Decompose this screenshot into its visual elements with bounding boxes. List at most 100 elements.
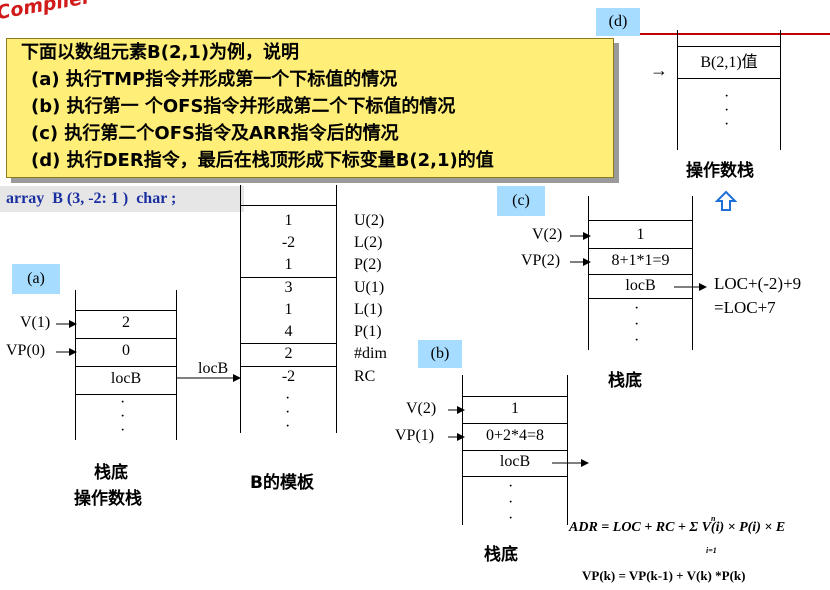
stack-a-label: V(1) [20, 314, 51, 331]
stack-a-left-wall [75, 290, 76, 440]
ellipsis: · [508, 510, 514, 527]
stack-b-caption: 栈底 [484, 545, 518, 565]
stack-d-left-wall [677, 30, 678, 150]
stack-a-line [75, 338, 177, 339]
stack-a-arrow-label: locB [198, 360, 229, 377]
stack-d-caption: 操作数栈 [686, 161, 754, 181]
stack-c-cell: 8+1*1=9 [611, 252, 670, 269]
sum-lower-limit: i=1 [706, 546, 717, 555]
ellipsis: · [634, 316, 640, 333]
template-line [240, 277, 337, 278]
ellipsis: · [120, 422, 126, 439]
stack-c-line [588, 274, 693, 275]
ellipsis: · [724, 88, 730, 105]
template-value: 4 [284, 323, 293, 340]
stack-a-right-wall [176, 290, 177, 440]
ellipsis: · [724, 102, 730, 119]
stack-a-line [75, 366, 177, 367]
stack-c-line [588, 298, 693, 299]
stack-d-cell: B(2,1)值 [700, 54, 758, 71]
adr-formula: ADR = LOC + RC + Σ V(i) × P(i) × E [569, 520, 785, 536]
ellipsis: · [508, 478, 514, 495]
ellipsis: · [634, 332, 640, 349]
stack-c-result: =LOC+7 [714, 298, 776, 317]
stack-a-line [75, 310, 177, 311]
sum-upper-limit: n [711, 514, 716, 523]
stack-c-right-wall [692, 196, 693, 350]
adr-formula-text: ADR = LOC + RC + Σ V(i) × P(i) × E [569, 520, 786, 535]
stack-d-right-wall [780, 30, 781, 150]
compiler-logo: Compiler [0, 0, 93, 25]
up-arrow-icon [714, 190, 738, 217]
header-rule [640, 33, 830, 35]
stack-d-line [677, 46, 781, 47]
template-caption: B的模板 [250, 473, 314, 493]
stack-a-cell: locB [110, 370, 142, 387]
stack-b-cell: locB [499, 453, 531, 470]
stack-a-line [75, 394, 177, 395]
template-label: P(1) [354, 323, 382, 340]
template-left-wall [240, 185, 241, 433]
stack-b-label: VP(1) [395, 427, 435, 444]
stack-a-caption: 操作数栈 [74, 489, 142, 509]
stack-c-left-wall [588, 196, 589, 350]
note-item: (d) 执行DER指令，最后在栈顶形成下标变量B(2,1)的值 [31, 150, 494, 171]
ellipsis: · [120, 394, 126, 411]
template-value: 1 [284, 301, 293, 318]
note-title: 下面以数组元素B(2,1)为例，说明 [21, 42, 300, 63]
stack-c-tag: (c) [497, 186, 545, 216]
template-label: U(2) [354, 212, 385, 229]
stack-d-tag: (d) [596, 8, 640, 36]
stack-b-label: V(2) [406, 400, 437, 417]
array-declaration: array B (3, -2: 1 ) char ; [0, 186, 244, 212]
stack-c-caption: 栈底 [608, 371, 642, 391]
stack-b-tag: (b) [418, 340, 462, 368]
stack-a-caption: 栈底 [94, 463, 128, 483]
stack-b-line [462, 476, 568, 477]
template-label: #dim [354, 345, 387, 362]
template-label: RC [354, 368, 376, 385]
template-line [240, 343, 337, 344]
stack-a-cell: 0 [122, 342, 130, 359]
stack-a-label: VP(0) [6, 342, 46, 359]
template-value: 1 [284, 256, 293, 273]
stack-c-line [588, 220, 693, 221]
template-value: -2 [281, 234, 296, 251]
stack-a-tag: (a) [12, 264, 60, 294]
template-right-wall [336, 185, 337, 433]
note-item: (a) 执行TMP指令并形成第一个下标值的情况 [31, 69, 398, 90]
ellipsis: · [634, 300, 640, 317]
template-line [240, 205, 337, 206]
explanation-note: 下面以数组元素B(2,1)为例，说明 (a) 执行TMP指令并形成第一个下标值的… [6, 38, 614, 178]
template-value: 2 [284, 345, 293, 362]
stack-c-result: LOC+(-2)+9 [714, 274, 802, 293]
template-value: -2 [281, 368, 296, 385]
stack-c-line [588, 248, 693, 249]
stack-d-arrow: → [650, 60, 668, 80]
stack-b-cell: 1 [511, 400, 519, 417]
ellipsis: · [508, 494, 514, 511]
stack-c-cell: 1 [636, 226, 645, 243]
template-line [240, 366, 337, 367]
vp-formula: VP(k) = VP(k-1) + V(k) *P(k) [582, 568, 746, 583]
stack-b-cell: 0+2*4=8 [485, 427, 545, 444]
template-label: L(2) [354, 234, 383, 251]
template-value: 3 [284, 279, 293, 296]
ellipsis: · [120, 408, 126, 425]
stack-a-cell: 2 [122, 314, 130, 331]
template-label: U(1) [354, 279, 385, 296]
note-item: (b) 执行第一 个OFS指令并形成第二个下标值的情况 [31, 96, 456, 117]
stack-c-label: V(2) [532, 226, 563, 243]
stack-b-line [462, 450, 568, 451]
stack-c-label: VP(2) [521, 252, 561, 269]
stack-d-line [677, 78, 781, 79]
stack-b-line [462, 396, 568, 397]
template-label: P(2) [354, 256, 382, 273]
stack-b-line [462, 423, 568, 424]
ellipsis: · [285, 404, 291, 421]
note-item: (c) 执行第二个OFS指令及ARR指令后的情况 [31, 123, 399, 144]
template-label: L(1) [354, 301, 383, 318]
stack-c-cell: locB [625, 277, 656, 294]
ellipsis: · [285, 390, 291, 407]
template-value: 1 [284, 212, 293, 229]
